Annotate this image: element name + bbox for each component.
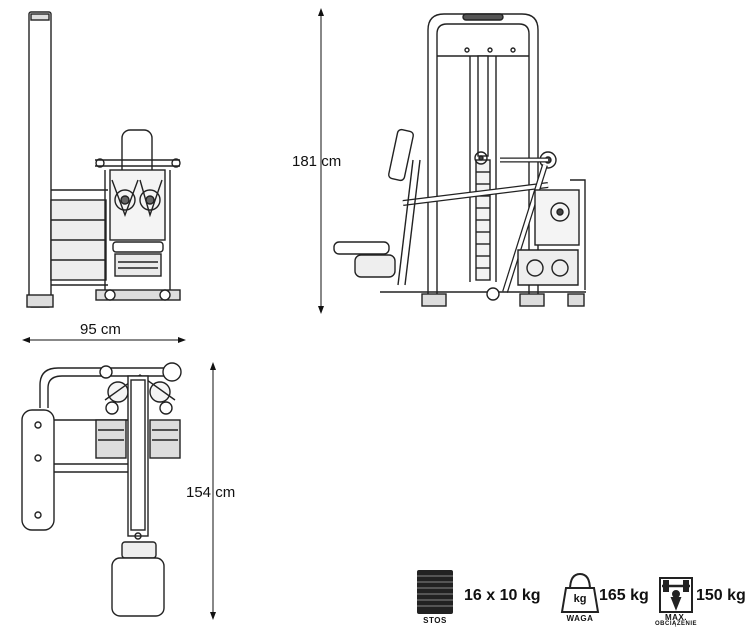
front-view — [26, 11, 181, 308]
weight-caption: WAGA — [566, 614, 594, 623]
max-caption-line1: MAX. — [665, 613, 687, 622]
height-label: 181 cm — [292, 153, 342, 170]
weight-icon-text: kg — [573, 593, 587, 605]
stack-value: 16 x 10 kg — [464, 587, 541, 604]
max-load-icon — [659, 577, 693, 613]
kettlebell-icon — [560, 572, 600, 613]
max-load-value: 150 kg — [696, 587, 746, 604]
side-view — [333, 13, 586, 307]
top-view — [21, 362, 182, 617]
weight-value: 165 kg — [599, 587, 649, 604]
stack-caption: STOS — [423, 616, 447, 625]
max-caption-line2: OBCIĄŻENIE — [654, 621, 697, 627]
weight-stack-icon — [417, 570, 453, 614]
depth-label: 154 cm — [186, 484, 236, 501]
width-label: 95 cm — [80, 321, 121, 338]
